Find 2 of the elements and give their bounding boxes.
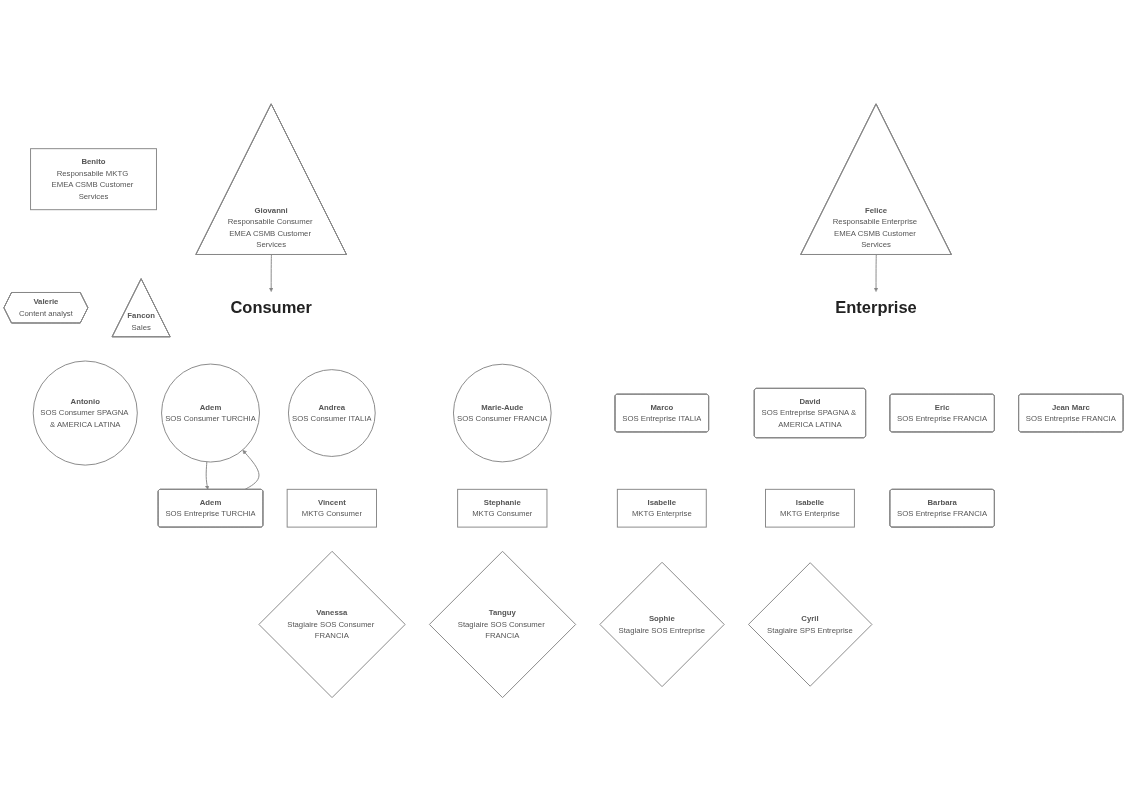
node-text: Consumer [230, 298, 312, 317]
node-text: Enterprise [835, 298, 917, 317]
